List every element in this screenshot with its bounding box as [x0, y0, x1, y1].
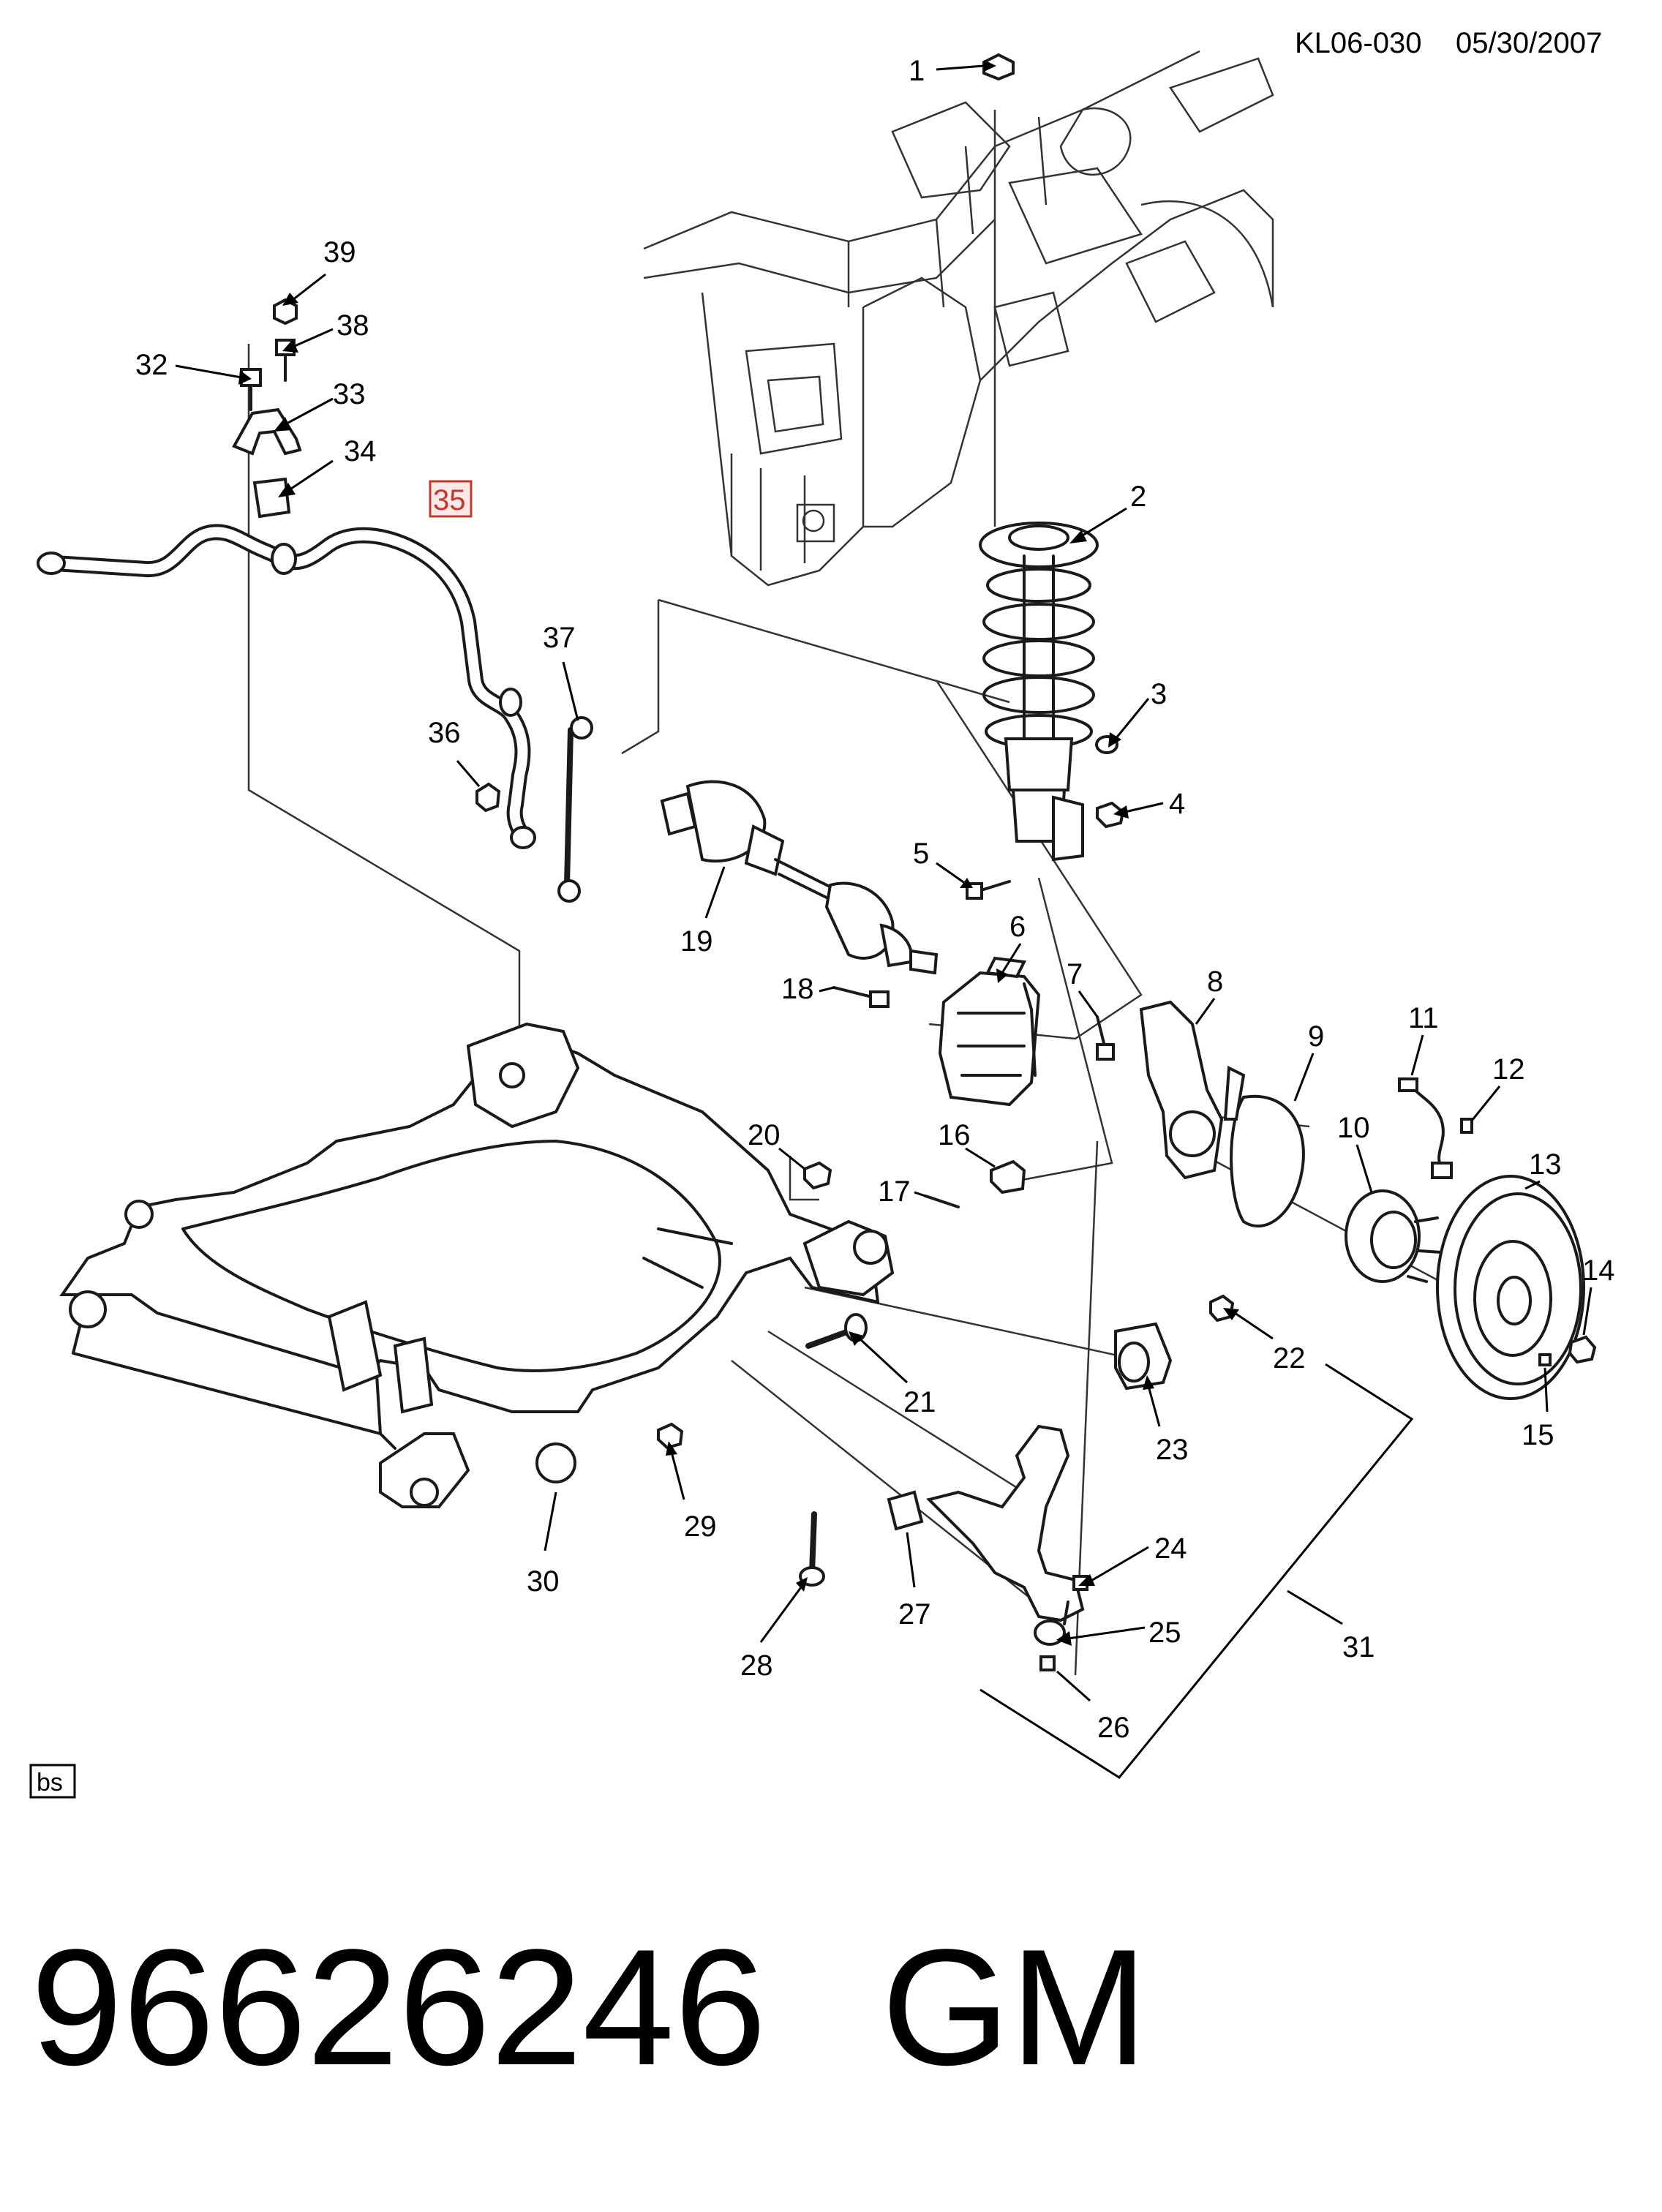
callout-3[interactable]: 3 [1151, 678, 1167, 710]
callout-14[interactable]: 14 [1582, 1254, 1615, 1287]
assembly-bracket [979, 1363, 1414, 1779]
strut-bolt [966, 880, 1011, 900]
tie-rod-end [990, 1159, 1026, 1195]
front-cradle [59, 1022, 895, 1508]
callout-35[interactable]: 35 [433, 484, 466, 516]
callout-32[interactable]: 32 [135, 349, 168, 381]
part-number: 96626246 [31, 1914, 767, 2099]
callout-6[interactable]: 6 [1009, 911, 1026, 943]
callout-29[interactable]: 29 [684, 1511, 717, 1543]
wheel-speed-sensor [1398, 1077, 1453, 1179]
callout-35-highlight [429, 480, 473, 518]
callout-7[interactable]: 7 [1067, 958, 1083, 990]
callout-1[interactable]: 1 [909, 55, 925, 87]
lower-control-arm [926, 1424, 1085, 1622]
drive-shaft [660, 780, 939, 975]
callout-33[interactable]: 33 [333, 378, 366, 410]
callout-27[interactable]: 27 [898, 1598, 931, 1630]
callout-23[interactable]: 23 [1156, 1434, 1189, 1466]
callout-39[interactable]: 39 [323, 236, 356, 268]
hub-nut [1568, 1335, 1597, 1364]
footer-code-box [29, 1764, 76, 1799]
diagram-date: 05/30/2007 [1456, 27, 1602, 59]
callout-8[interactable]: 8 [1207, 966, 1223, 998]
control-arm-bushing [1114, 1322, 1173, 1391]
callout-17[interactable]: 17 [878, 1175, 911, 1208]
stabilizer-bar [37, 524, 536, 849]
callout-37[interactable]: 37 [543, 622, 576, 654]
callout-30[interactable]: 30 [527, 1565, 560, 1598]
front-bushing [887, 1490, 924, 1531]
callout-16[interactable]: 16 [938, 1119, 971, 1151]
brake-caliper [938, 956, 1041, 1107]
ball-joint [1034, 1600, 1069, 1646]
callout-15[interactable]: 15 [1522, 1419, 1554, 1451]
footer-code: bs [37, 1769, 63, 1797]
callout-9[interactable]: 9 [1308, 1020, 1324, 1053]
callout-21[interactable]: 21 [903, 1386, 936, 1418]
callout-18[interactable]: 18 [781, 973, 814, 1005]
callout-38[interactable]: 38 [336, 309, 369, 342]
body-structure-illustration [643, 50, 1274, 587]
callout-4[interactable]: 4 [1169, 788, 1185, 820]
wheel-hub [1345, 1189, 1443, 1283]
callout-22[interactable]: 22 [1273, 1342, 1306, 1374]
brake-shield [1230, 1094, 1305, 1228]
callout-28[interactable]: 28 [740, 1649, 773, 1682]
top-nut [982, 53, 1015, 81]
rotor-screw [1538, 1353, 1552, 1366]
cotter-pin [924, 1195, 960, 1208]
callout-13[interactable]: 13 [1529, 1148, 1562, 1181]
cradle-nut [803, 1161, 832, 1190]
knuckle-bolt [1096, 1015, 1115, 1061]
cradle-bolt [799, 1511, 825, 1587]
link-nut [475, 782, 501, 813]
callout-labels: 1 2 3 4 5 6 7 8 9 10 11 12 13 14 15 16 1… [135, 55, 1615, 1744]
callout-25[interactable]: 25 [1148, 1617, 1181, 1649]
callout-34[interactable]: 34 [344, 435, 377, 467]
callout-10[interactable]: 10 [1337, 1112, 1370, 1144]
callout-20[interactable]: 20 [748, 1119, 781, 1151]
caliper-bolt [832, 986, 890, 1008]
stab-bushing [252, 477, 291, 519]
strut-nut [1096, 801, 1125, 829]
callout-11[interactable]: 11 [1408, 1002, 1439, 1034]
callout-5[interactable]: 5 [913, 838, 929, 870]
callout-31[interactable]: 31 [1342, 1631, 1375, 1663]
cradle-rear-nut [657, 1422, 684, 1450]
callout-36[interactable]: 36 [428, 717, 461, 749]
strut-assembly [979, 522, 1099, 862]
diagram-ref: KL06-030 [1295, 27, 1421, 59]
ball-joint-nut [1039, 1655, 1056, 1671]
callout-24[interactable]: 24 [1154, 1532, 1187, 1565]
callout-12[interactable]: 12 [1492, 1053, 1525, 1086]
callout-19[interactable]: 19 [680, 925, 713, 958]
stab-link [557, 716, 593, 903]
brake-rotor [1436, 1175, 1585, 1400]
bushing-nut [1209, 1294, 1235, 1323]
callout-26[interactable]: 26 [1097, 1712, 1130, 1744]
sensor-bolt [1460, 1118, 1473, 1134]
leader-lines [175, 60, 1593, 1702]
stab-clamp [232, 407, 302, 456]
callout-2[interactable]: 2 [1130, 481, 1146, 513]
brand-name: GM [881, 1914, 1148, 2099]
guide-lines [247, 110, 1493, 1676]
